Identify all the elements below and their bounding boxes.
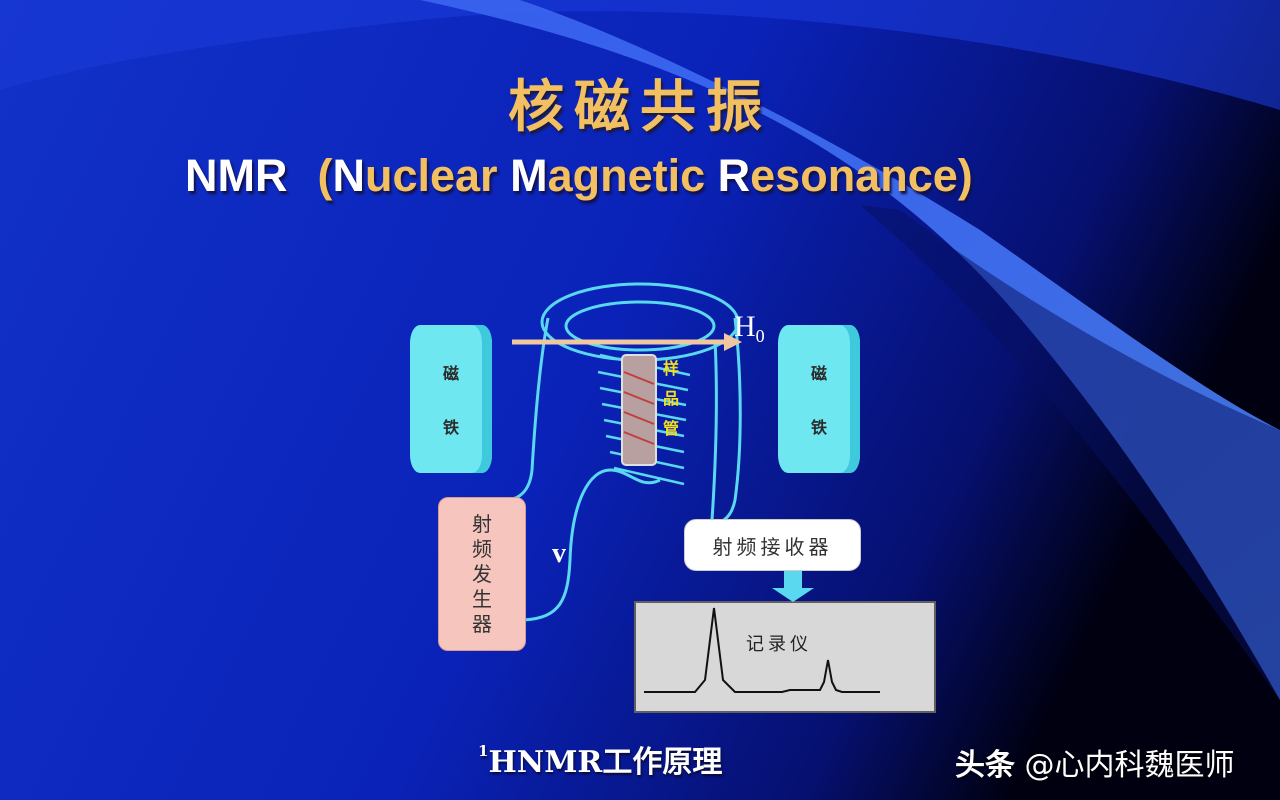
- sample-tube-char-2: 品: [662, 389, 679, 408]
- caption-superscript: 1: [478, 742, 489, 760]
- magnet-left: 磁 铁: [410, 325, 492, 473]
- word-rest-agnetic: agnetic: [547, 150, 706, 201]
- rf-generator-char-2: 频: [472, 536, 492, 561]
- rf-generator-char-1: 射: [472, 511, 492, 536]
- rf-generator-box: 射 频 发 生 器: [438, 497, 526, 651]
- word-initial-n: N: [332, 150, 365, 201]
- word-rest-esonance: esonance: [750, 150, 958, 201]
- paren-open: (: [317, 150, 333, 201]
- frequency-label: v: [552, 538, 566, 569]
- title-abbr: NMR: [185, 150, 288, 201]
- paren-close: ): [957, 150, 973, 201]
- rf-generator-char-4: 生: [472, 586, 492, 611]
- diagram-caption: 1HNMR工作原理: [478, 737, 722, 781]
- magnet-right-char-2: 铁: [810, 418, 827, 437]
- sample-tube-char-1: 样: [662, 359, 679, 378]
- watermark-brand: 头条: [955, 748, 1015, 783]
- word-initial-m: M: [510, 150, 548, 201]
- watermark-handle: @心内科魏医师: [1024, 748, 1235, 783]
- caption-text: HNMR工作原理: [488, 745, 723, 780]
- field-subscript: 0: [755, 326, 765, 346]
- rf-generator-char-5: 器: [472, 611, 492, 636]
- field-label: H: [734, 310, 756, 343]
- field-label-h0: H0: [734, 310, 765, 347]
- sample-tube-label: 样 品 管: [656, 355, 686, 439]
- recorder-label: 记录仪: [746, 634, 812, 655]
- rf-receiver-box: 射频接收器: [684, 519, 861, 571]
- magnet-left-char-1: 磁: [442, 364, 459, 383]
- magnet-right: 磁 铁: [778, 325, 860, 473]
- magnet-right-char-1: 磁: [810, 364, 827, 383]
- title-chinese: 核磁共振: [508, 74, 772, 140]
- word-rest-uclear: uclear: [364, 150, 498, 201]
- watermark: 头条 @心内科魏医师: [955, 740, 1235, 784]
- recorder-panel: [634, 601, 936, 713]
- sample-tube-char-3: 管: [662, 419, 679, 438]
- title-english: NMR (Nuclear Magnetic Resonance): [185, 150, 973, 202]
- word-initial-r: R: [717, 150, 751, 201]
- magnet-left-char-2: 铁: [442, 418, 459, 437]
- rf-generator-char-3: 发: [472, 561, 492, 586]
